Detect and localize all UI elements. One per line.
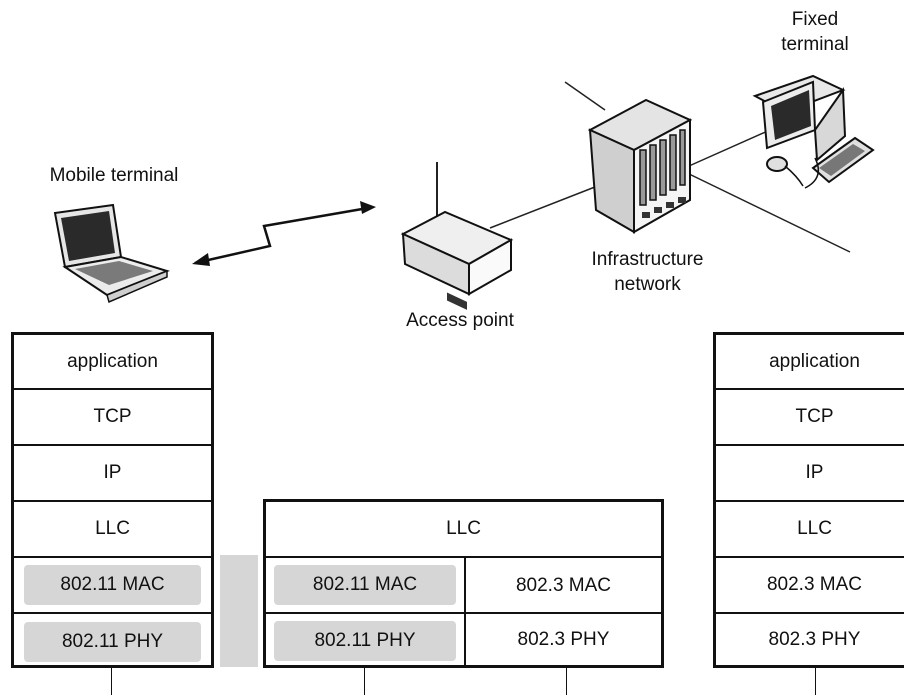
ap-wired-medium-line	[566, 668, 567, 695]
wireless-link-icon	[192, 201, 376, 266]
fixed-layer-8023-phy: 802.3 PHY	[768, 628, 861, 650]
fixed-layer-ip: IP	[716, 446, 904, 502]
mobile-layer-tcp: TCP	[14, 390, 211, 446]
ap-layer-80211-phy: 802.11 PHY	[274, 621, 456, 661]
access-point-protocol-stack: LLC 802.11 MAC 802.11 PHY 802.3 MAC 802.…	[263, 499, 664, 668]
mobile-layer-80211-phy: 802.11 PHY	[24, 622, 201, 662]
infrastructure-to-fixed-line	[679, 129, 771, 171]
infrastructure-network-label: Infrastructure network	[565, 248, 730, 296]
mobile-layer-80211-mac: 802.11 MAC	[24, 565, 201, 605]
ap-to-infrastructure-line	[489, 184, 601, 229]
fixed-label-line2: terminal	[781, 34, 849, 55]
fixed-label-line1: Fixed	[791, 9, 839, 30]
fixed-layer-tcp: TCP	[716, 390, 904, 446]
infrastructure-lower-line	[684, 171, 851, 253]
mobile-layer-llc: LLC	[14, 502, 211, 558]
ap-layer-8023-phy: 802.3 PHY	[517, 628, 610, 650]
mobile-layer-mac-row	[14, 558, 211, 614]
ap-wireless-medium-line	[364, 668, 365, 695]
fixed-terminal-label: Fixed terminal	[760, 8, 870, 56]
infrastructure-label-line2: network	[614, 274, 681, 295]
wireless-medium-band	[220, 555, 258, 667]
mobile-protocol-stack: application TCP IP LLC 802.11 MAC 802.11…	[11, 332, 214, 668]
fixed-layer-application: application	[716, 335, 904, 390]
ap-stack-divider	[464, 558, 466, 665]
ap-layer-8023-mac: 802.3 MAC	[515, 575, 612, 596]
fixed-layer-llc: LLC	[716, 502, 904, 558]
mobile-terminal-label: Mobile terminal	[49, 165, 179, 186]
fixed-layer-8023-mac: 802.3 MAC	[716, 558, 904, 614]
fixed-medium-line	[815, 668, 816, 695]
infrastructure-upper-line	[564, 81, 606, 111]
laptop-icon	[53, 203, 171, 304]
server-rack-icon	[587, 98, 693, 234]
ap-mac-row	[266, 558, 661, 614]
ap-layer-80211-mac: 802.11 MAC	[274, 565, 456, 605]
access-point-icon	[400, 210, 514, 310]
ap-layer-llc: LLC	[266, 502, 661, 558]
fixed-protocol-stack: application TCP IP LLC 802.3 MAC 802.3 P…	[713, 332, 904, 668]
mobile-medium-line	[111, 668, 112, 695]
access-point-label: Access point	[406, 310, 514, 331]
desktop-computer-icon	[752, 74, 875, 189]
infrastructure-label-line1: Infrastructure	[591, 249, 704, 270]
mobile-layer-application: application	[14, 335, 211, 390]
mobile-layer-ip: IP	[14, 446, 211, 502]
network-illustration	[53, 74, 875, 310]
